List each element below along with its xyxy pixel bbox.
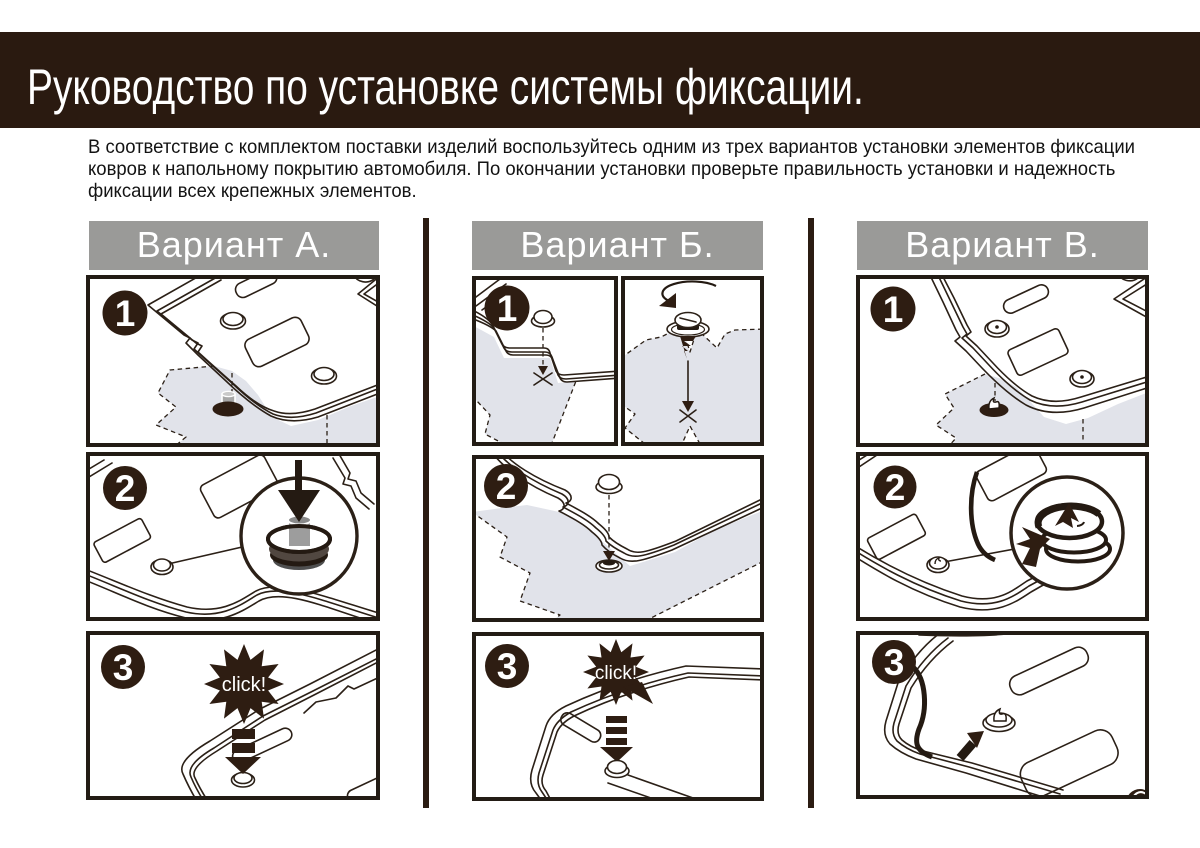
svg-text:2: 2: [115, 468, 136, 509]
svg-text:2: 2: [496, 466, 517, 507]
svg-text:2: 2: [885, 467, 906, 508]
svg-text:1: 1: [497, 288, 518, 329]
svg-text:click!: click!: [222, 674, 266, 696]
svg-text:3: 3: [884, 642, 905, 683]
svg-text:1: 1: [115, 293, 136, 334]
svg-text:1: 1: [883, 289, 904, 330]
svg-text:click!: click!: [595, 663, 637, 684]
svg-text:3: 3: [497, 646, 518, 687]
svg-text:3: 3: [113, 647, 134, 688]
